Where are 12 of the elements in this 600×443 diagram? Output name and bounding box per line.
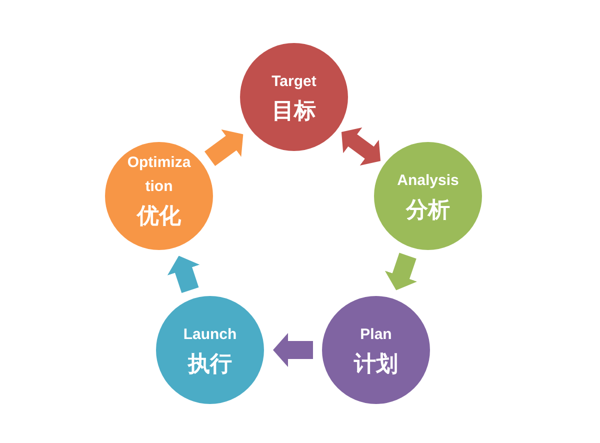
step-subtitle: 计划	[354, 351, 398, 377]
step-title: Plan	[360, 325, 392, 345]
step-subtitle: 优化	[137, 203, 181, 229]
arrow	[384, 252, 418, 294]
step-subtitle: 执行	[188, 351, 232, 377]
step-subtitle: 目标	[272, 98, 316, 124]
step-title: Optimization	[126, 153, 192, 197]
step-title: Analysis	[397, 171, 459, 191]
step-title: Launch	[183, 325, 237, 345]
step-title: Target	[272, 72, 316, 92]
arrow	[273, 333, 313, 367]
step-subtitle: 分析	[406, 197, 450, 223]
